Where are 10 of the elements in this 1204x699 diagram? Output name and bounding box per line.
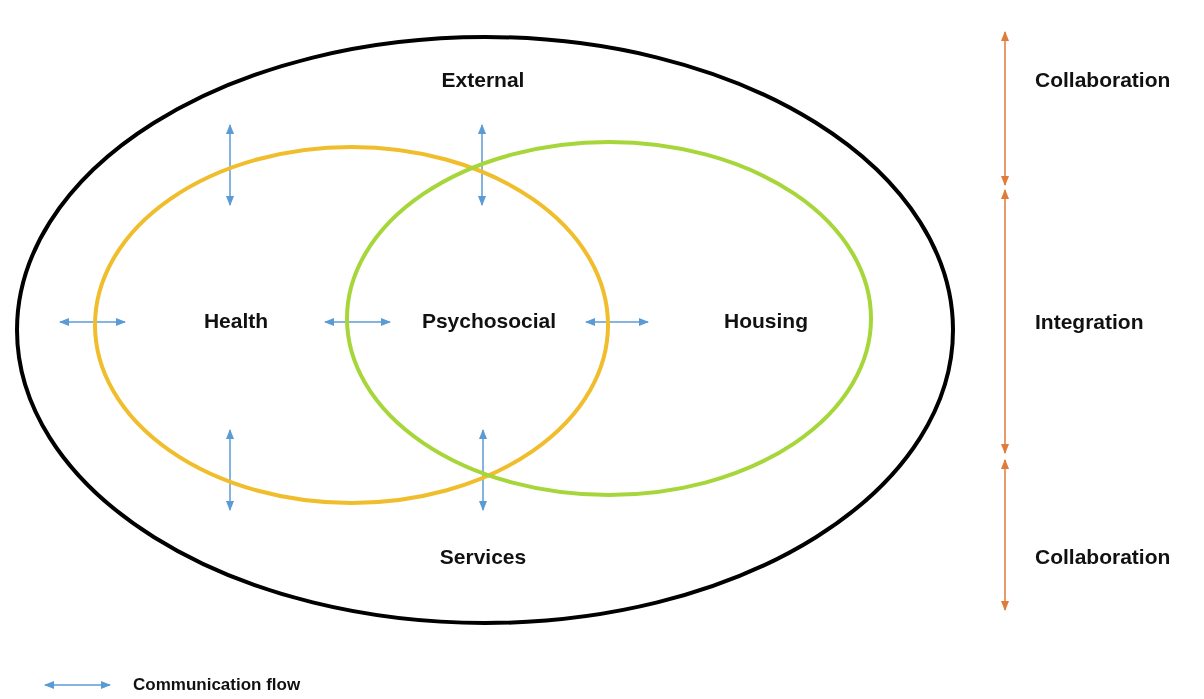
stage-label: Collaboration xyxy=(1035,68,1171,92)
services-label: Services xyxy=(439,545,527,569)
connector-arrow xyxy=(584,317,650,327)
stage-label: Integration xyxy=(1035,310,1144,334)
housing-label: Housing xyxy=(724,309,808,333)
health-label: Health xyxy=(203,309,269,333)
overlap-label: Psychosocial xyxy=(421,309,557,333)
external-label: External xyxy=(441,68,525,92)
legend-label: Communication flow xyxy=(133,675,301,695)
stage-label: Collaboration xyxy=(1035,545,1171,569)
